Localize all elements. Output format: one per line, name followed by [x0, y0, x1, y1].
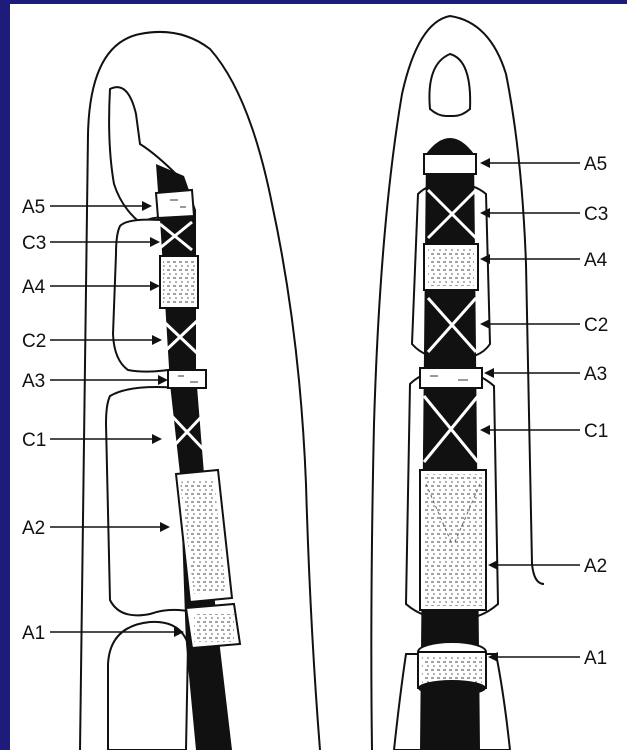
palmar-a1-pulley	[418, 642, 486, 696]
lateral-label-a2: A2	[22, 518, 45, 539]
palmar-arrowhead-a5	[480, 158, 490, 168]
palmar-label-a4: A4	[584, 250, 608, 271]
palmar-label-c3: C3	[584, 204, 608, 225]
palmar-a3-pulley	[420, 368, 482, 388]
palmar-label-a1: A1	[584, 648, 607, 669]
lateral-label-a4: A4	[22, 277, 46, 298]
lateral-label-c1: C1	[22, 430, 46, 451]
lateral-label-a1: A1	[22, 623, 45, 644]
palmar-finger-view: A5 C3 A4 C2 A3 C1 A2 A1	[371, 16, 608, 750]
lateral-label-c3: C3	[22, 233, 46, 254]
palmar-label-a2: A2	[584, 556, 607, 577]
palmar-distal-tip	[429, 54, 470, 116]
palmar-label-c2: C2	[584, 315, 608, 336]
lateral-finger-view: A5 C3 A4 C2 A3 C1 A2 A1	[22, 32, 320, 750]
palmar-a4-pulley	[424, 244, 478, 290]
palmar-arrowhead-a3	[484, 368, 494, 378]
palmar-label-a5: A5	[584, 154, 607, 175]
lateral-label-a5: A5	[22, 197, 45, 218]
pulley-diagram: A5 C3 A4 C2 A3 C1 A2 A1	[10, 4, 627, 750]
lateral-a3-pulley	[168, 370, 206, 388]
palmar-label-c1: C1	[584, 421, 608, 442]
lateral-label-c2: C2	[22, 331, 46, 352]
palmar-a2-pulley	[420, 470, 486, 610]
palmar-label-a3: A3	[584, 364, 607, 385]
lateral-a5-pulley	[156, 190, 194, 218]
pulley-diagram-figure: A5 C3 A4 C2 A3 C1 A2 A1	[10, 4, 627, 750]
lateral-metacarpal-head	[108, 622, 188, 750]
lateral-a4-pulley	[160, 256, 198, 308]
lateral-a1-pulley	[186, 604, 240, 648]
palmar-a5-pulley	[424, 154, 476, 174]
lateral-label-a3: A3	[22, 371, 45, 392]
lateral-arrowhead-a3	[158, 375, 168, 385]
